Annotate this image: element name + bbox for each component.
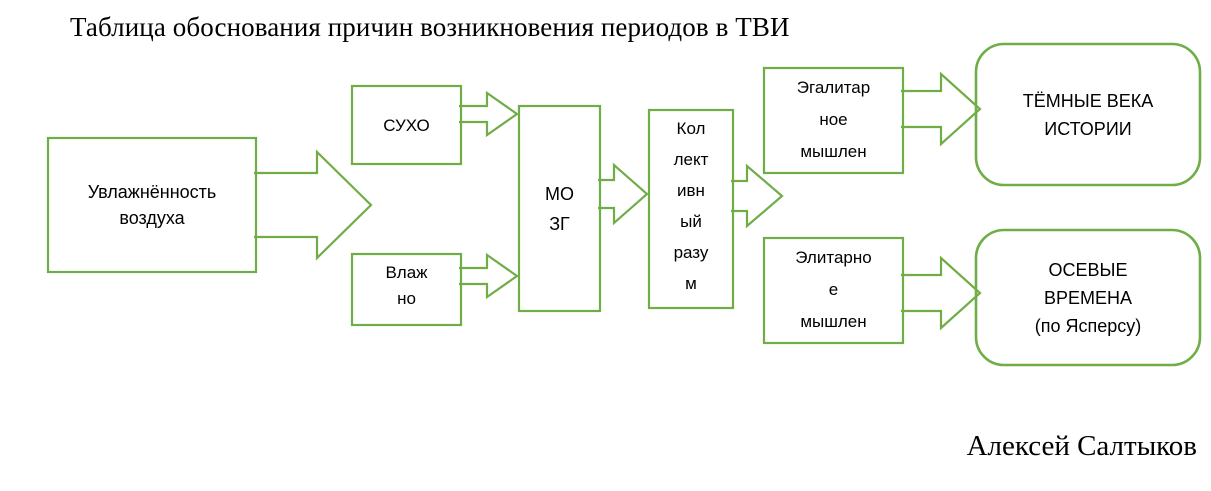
node-brain-line1: МО: [545, 183, 574, 204]
node-humidity[interactable]: Увлажнённость воздуха: [48, 138, 256, 272]
node-dry[interactable]: СУХО: [352, 86, 461, 164]
node-egalitarian-line1: Эгалитар: [796, 78, 871, 97]
author-signature: Алексей Салтыков: [966, 430, 1197, 462]
node-dark-ages-line2: ИСТОРИИ: [1044, 118, 1132, 139]
node-elitist-line1: Элитарно: [795, 248, 872, 267]
node-wet[interactable]: Влаж но: [352, 254, 461, 325]
node-collective-line1: Кол: [676, 119, 706, 138]
shape-node-wet[interactable]: [350, 252, 463, 327]
arrow-elitist-to-axial-age: [901, 255, 982, 331]
node-wet-line1: Влаж: [385, 263, 428, 282]
arrow-wet-to-brain: [459, 252, 519, 300]
node-collective[interactable]: Кол лект ивн ый разу м: [649, 110, 733, 308]
node-humidity-line2: воздуха: [119, 208, 185, 228]
arrow-humidity-to-split: [254, 149, 373, 261]
node-collective-line3: ивн: [677, 181, 705, 200]
shape-node-collective[interactable]: [647, 108, 735, 310]
node-egalitarian-line3: мышлен: [800, 142, 867, 161]
node-humidity-line1: Увлажнённость: [87, 182, 217, 202]
node-egalitarian-line2: ное: [819, 110, 848, 129]
node-dark-ages[interactable]: ТЁМНЫЕ ВЕКА ИСТОРИИ: [976, 44, 1200, 185]
node-axial-age[interactable]: ОСЕВЫЕ ВРЕМЕНА (по Ясперсу): [976, 230, 1200, 365]
node-axial-age-line3: (по Ясперсу): [1034, 315, 1142, 336]
node-brain[interactable]: МО ЗГ: [519, 106, 600, 311]
node-elitist-line2: е: [828, 280, 839, 299]
node-wet-line2: но: [397, 289, 416, 308]
node-collective-line5: разу: [673, 243, 709, 262]
node-brain-line2: ЗГ: [549, 213, 570, 234]
node-collective-line4: ый: [680, 212, 702, 231]
page-title: Таблица обоснования причин возникновения…: [70, 12, 790, 42]
arrow-dry-to-brain: [459, 90, 519, 138]
node-collective-line6: м: [685, 274, 697, 293]
node-axial-age-line2: ВРЕМЕНА: [1043, 287, 1133, 308]
node-dark-ages-line1: ТЁМНЫЕ ВЕКА: [1022, 90, 1154, 111]
arrow-egalitarian-to-dark-ages: [901, 71, 982, 147]
node-elitist-line3: мышлен: [800, 312, 867, 331]
arrow-brain-to-collective: [598, 162, 649, 226]
node-axial-age-line1: ОСЕВЫЕ: [1048, 259, 1128, 280]
shape-node-elitist[interactable]: [762, 236, 905, 345]
arrow-collective-to-split: [731, 163, 784, 229]
shape-node-egalitarian[interactable]: [762, 66, 905, 175]
shape-node-dry[interactable]: [350, 84, 463, 166]
shape-node-humidity[interactable]: [46, 136, 258, 274]
node-egalitarian[interactable]: Эгалитар ное мышлен: [764, 68, 903, 173]
node-elitist[interactable]: Элитарно е мышлен: [764, 238, 903, 343]
shape-node-dark-ages[interactable]: [974, 42, 1202, 187]
node-dry-line1: СУХО: [383, 115, 430, 135]
node-collective-line2: лект: [673, 150, 709, 169]
